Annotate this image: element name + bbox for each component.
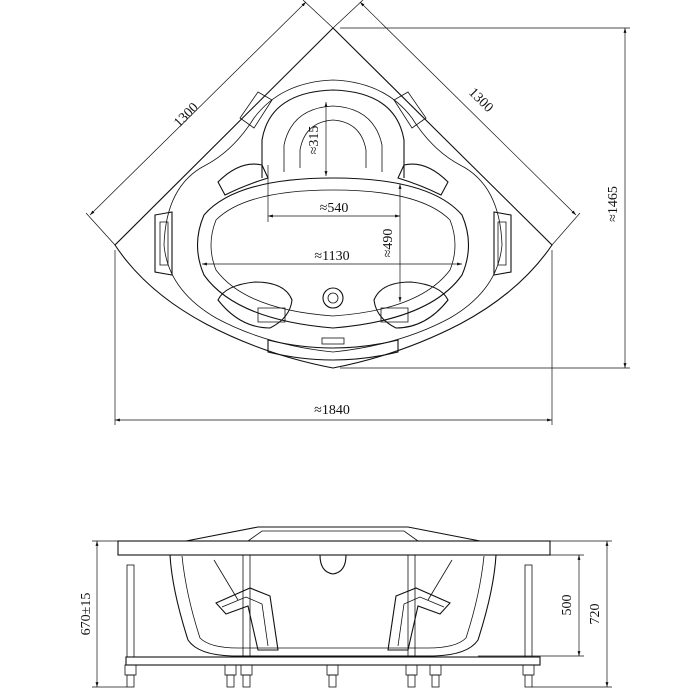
side-pillow-right-inner xyxy=(497,221,507,266)
support-frame xyxy=(125,656,541,666)
overflow-side xyxy=(319,554,347,575)
bath-body xyxy=(169,554,497,657)
dim-inner-width: ≈540 xyxy=(320,201,349,216)
drain-inner xyxy=(327,292,339,304)
dim-inner-length: ≈1130 xyxy=(314,249,349,264)
dim-depth: 500 xyxy=(560,595,575,616)
side-pillow-right xyxy=(493,211,512,276)
top-view xyxy=(114,27,553,369)
dim-side-right: 1300 xyxy=(465,85,495,115)
dim-overall-width: ≈1840 xyxy=(314,403,350,418)
dim-total-height: 720 xyxy=(588,604,603,625)
seat-left-inner xyxy=(257,307,286,323)
seat-right-inner xyxy=(380,307,409,323)
top-view-dimensions: 1300 1300 ≈315 ≈540 ≈490 ≈1130 ≈1840 ≈14… xyxy=(85,0,630,425)
headrest-arch-inner xyxy=(283,105,383,172)
dim-adjustable-height: 670±15 xyxy=(79,593,94,636)
overflow xyxy=(321,337,345,345)
side-view xyxy=(117,526,551,688)
side-pillow-left-inner xyxy=(159,221,169,266)
seat-profile-right xyxy=(387,587,451,651)
front-grab-handle xyxy=(267,339,399,361)
dim-inner-depth: ≈490 xyxy=(381,229,396,258)
seat-left xyxy=(217,281,293,329)
support-legs xyxy=(124,554,535,688)
dim-overall-depth: ≈1465 xyxy=(606,186,621,222)
side-pillow-left xyxy=(154,211,173,276)
dim-side-left-line xyxy=(89,1,307,216)
seat-profile-left xyxy=(215,587,279,651)
bath-rim xyxy=(117,540,551,556)
dim-side-right-line xyxy=(359,1,577,216)
headrest-arch-outer xyxy=(261,89,405,178)
dim-headrest-depth: ≈315 xyxy=(307,126,322,155)
dim-side-left: 1300 xyxy=(171,100,201,130)
top-hump xyxy=(185,526,481,542)
drain xyxy=(322,287,344,309)
seat-right xyxy=(373,281,449,329)
bath-basin-inner xyxy=(210,189,456,317)
side-view-dimensions: 670±15 500 720 xyxy=(79,540,612,688)
bath-outer-outline xyxy=(114,27,553,369)
